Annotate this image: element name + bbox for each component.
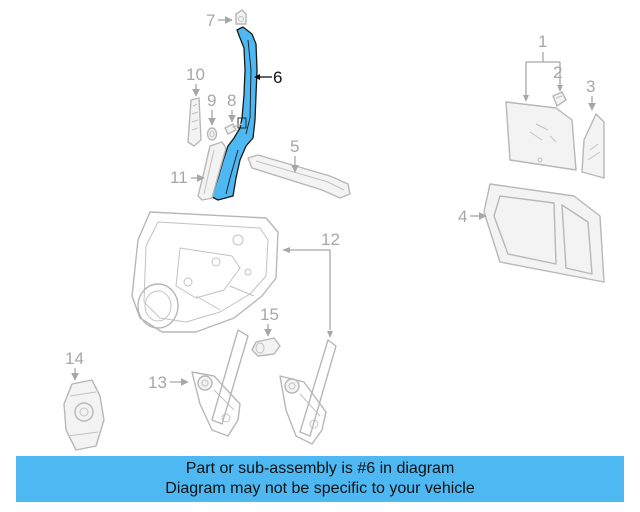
door-inner-panel	[131, 211, 279, 333]
leader-12	[290, 249, 331, 330]
callout-11: 11	[170, 168, 188, 187]
banner-disclaimer-line: Diagram may not be specific to your vehi…	[165, 480, 475, 497]
leader-1	[525, 52, 561, 98]
part-14-window-motor[interactable]	[63, 379, 105, 451]
callout-10: 10	[186, 65, 205, 84]
part-13-window-regulator[interactable]	[191, 329, 249, 437]
exploded-parts-diagram: 7 6 10 9 8 11 5	[63, 9, 605, 451]
part-15-connector[interactable]	[251, 337, 281, 357]
part-5-belt-molding[interactable]	[247, 154, 351, 199]
callout-3: 3	[586, 77, 595, 96]
part-4-frame-seal[interactable]	[483, 183, 605, 283]
banner-part-line: Part or sub-assembly is #6 in diagram	[185, 460, 455, 477]
part-2-glass-clip[interactable]	[552, 91, 567, 107]
part-9-grommet[interactable]	[206, 127, 218, 141]
part-1-door-glass[interactable]	[505, 101, 577, 171]
part-3-vent-glass[interactable]	[581, 113, 605, 179]
part-8-bolt[interactable]	[224, 123, 243, 135]
part-12-window-regulator[interactable]	[279, 339, 337, 445]
callout-15: 15	[260, 305, 279, 324]
callout-2: 2	[553, 63, 562, 82]
callout-12: 12	[321, 230, 340, 249]
part-7-clip[interactable]	[235, 9, 247, 25]
part-6-run-channel[interactable]	[211, 26, 258, 201]
callout-5: 5	[290, 137, 299, 156]
disclaimer-banner: Part or sub-assembly is #6 in diagram Di…	[16, 456, 624, 502]
callout-1: 1	[538, 32, 547, 51]
callout-4: 4	[458, 207, 467, 226]
callout-8: 8	[227, 91, 236, 110]
callout-14: 14	[65, 349, 84, 368]
callout-6: 6	[273, 68, 282, 87]
callout-13: 13	[148, 373, 167, 392]
callout-7: 7	[206, 11, 215, 30]
part-10-trim-strip[interactable]	[187, 97, 202, 147]
callout-9: 9	[207, 91, 216, 110]
